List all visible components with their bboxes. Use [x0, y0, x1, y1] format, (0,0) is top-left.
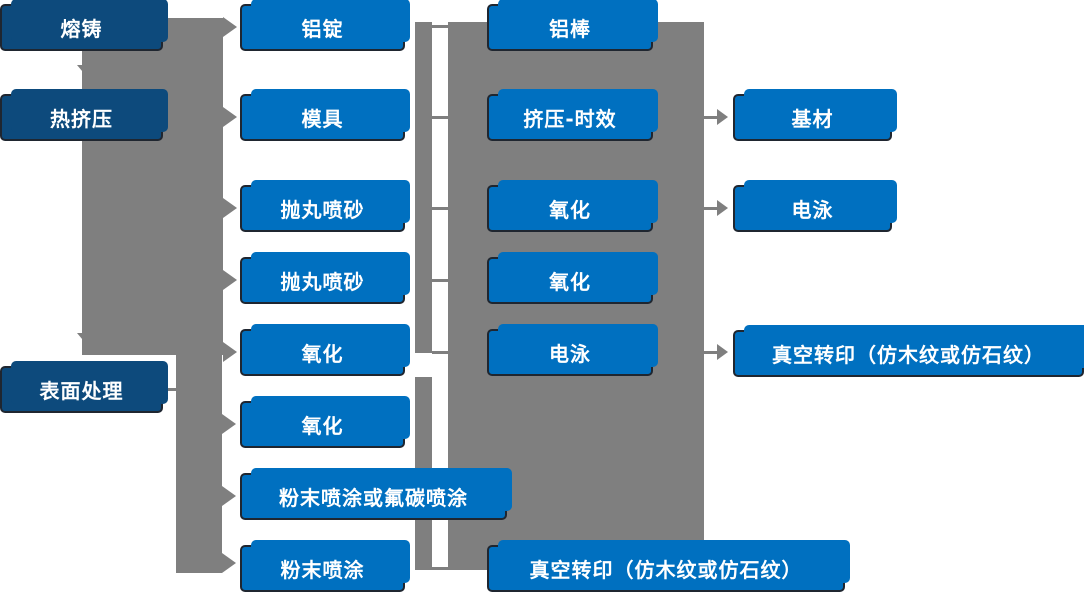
arrow-to-powder-coating: [222, 553, 236, 573]
link-line-row4: [432, 279, 448, 282]
node-electrophoresis-1: 电泳: [487, 324, 658, 376]
surface-treatment-link-line: [163, 388, 176, 391]
node-extrusion-aging: 挤压-时效: [487, 89, 658, 141]
node-oxidation-2: 氧化: [240, 396, 410, 448]
arrowhead-to-vacuum-transfer-result: [717, 344, 728, 360]
node-shot-blasting-1: 抛丸喷砂: [240, 180, 410, 232]
arrow-to-aluminum-ingot: [223, 17, 237, 37]
arrow-to-mold: [223, 107, 237, 127]
node-powder-or-fluorocarbon-coating: 粉末喷涂或氟碳喷涂: [240, 468, 512, 520]
line-to-vacuum-transfer-result: [704, 351, 717, 354]
node-oxidation-3: 氧化: [487, 180, 658, 232]
arrow-to-shot-blasting-1: [223, 198, 237, 218]
node-aluminum-rod: 铝棒: [487, 0, 658, 51]
arrow-to-shot-blasting-2: [223, 270, 237, 290]
node-substrate: 基材: [733, 89, 897, 141]
node-powder-coating: 粉末喷涂: [240, 540, 410, 592]
arrowhead-to-substrate: [717, 109, 728, 125]
node-electrophoresis-2: 电泳: [733, 180, 897, 232]
node-surface-treatment: 表面处理: [0, 361, 168, 413]
node-vacuum-transfer-print-1: 真空转印（仿木纹或仿石纹）: [487, 540, 850, 592]
arrowhead-to-electrophoresis-result: [717, 200, 728, 216]
node-shot-blasting-2: 抛丸喷砂: [240, 252, 410, 304]
node-aluminum-ingot: 铝锭: [240, 0, 410, 51]
arrow-to-oxidation-1: [223, 342, 237, 362]
node-mold: 模具: [240, 89, 410, 141]
node-vacuum-transfer-print-2: 真空转印（仿木纹或仿石纹）: [733, 325, 1084, 377]
collector-bar-top: [415, 22, 432, 353]
arrow-down-to-surface-treatment: [77, 333, 109, 352]
line-to-substrate: [704, 116, 717, 119]
link-line-row1: [432, 25, 448, 28]
surface-treatment-branch-connector: [176, 355, 222, 573]
arrow-to-powder-fluorocarbon-coating: [222, 486, 236, 506]
node-melting-casting: 熔铸: [0, 0, 168, 51]
node-oxidation-1: 氧化: [240, 324, 410, 376]
arrow-to-oxidation-2: [222, 414, 236, 434]
node-hot-extrusion: 热挤压: [0, 89, 168, 141]
node-oxidation-4: 氧化: [487, 252, 658, 304]
link-line-row8: [432, 567, 448, 570]
link-line-row5: [432, 351, 448, 354]
line-to-electrophoresis-result: [704, 207, 717, 210]
arrow-down-to-hot-extrusion: [77, 65, 109, 84]
link-line-row3: [432, 207, 448, 210]
link-line-row2: [432, 116, 448, 119]
